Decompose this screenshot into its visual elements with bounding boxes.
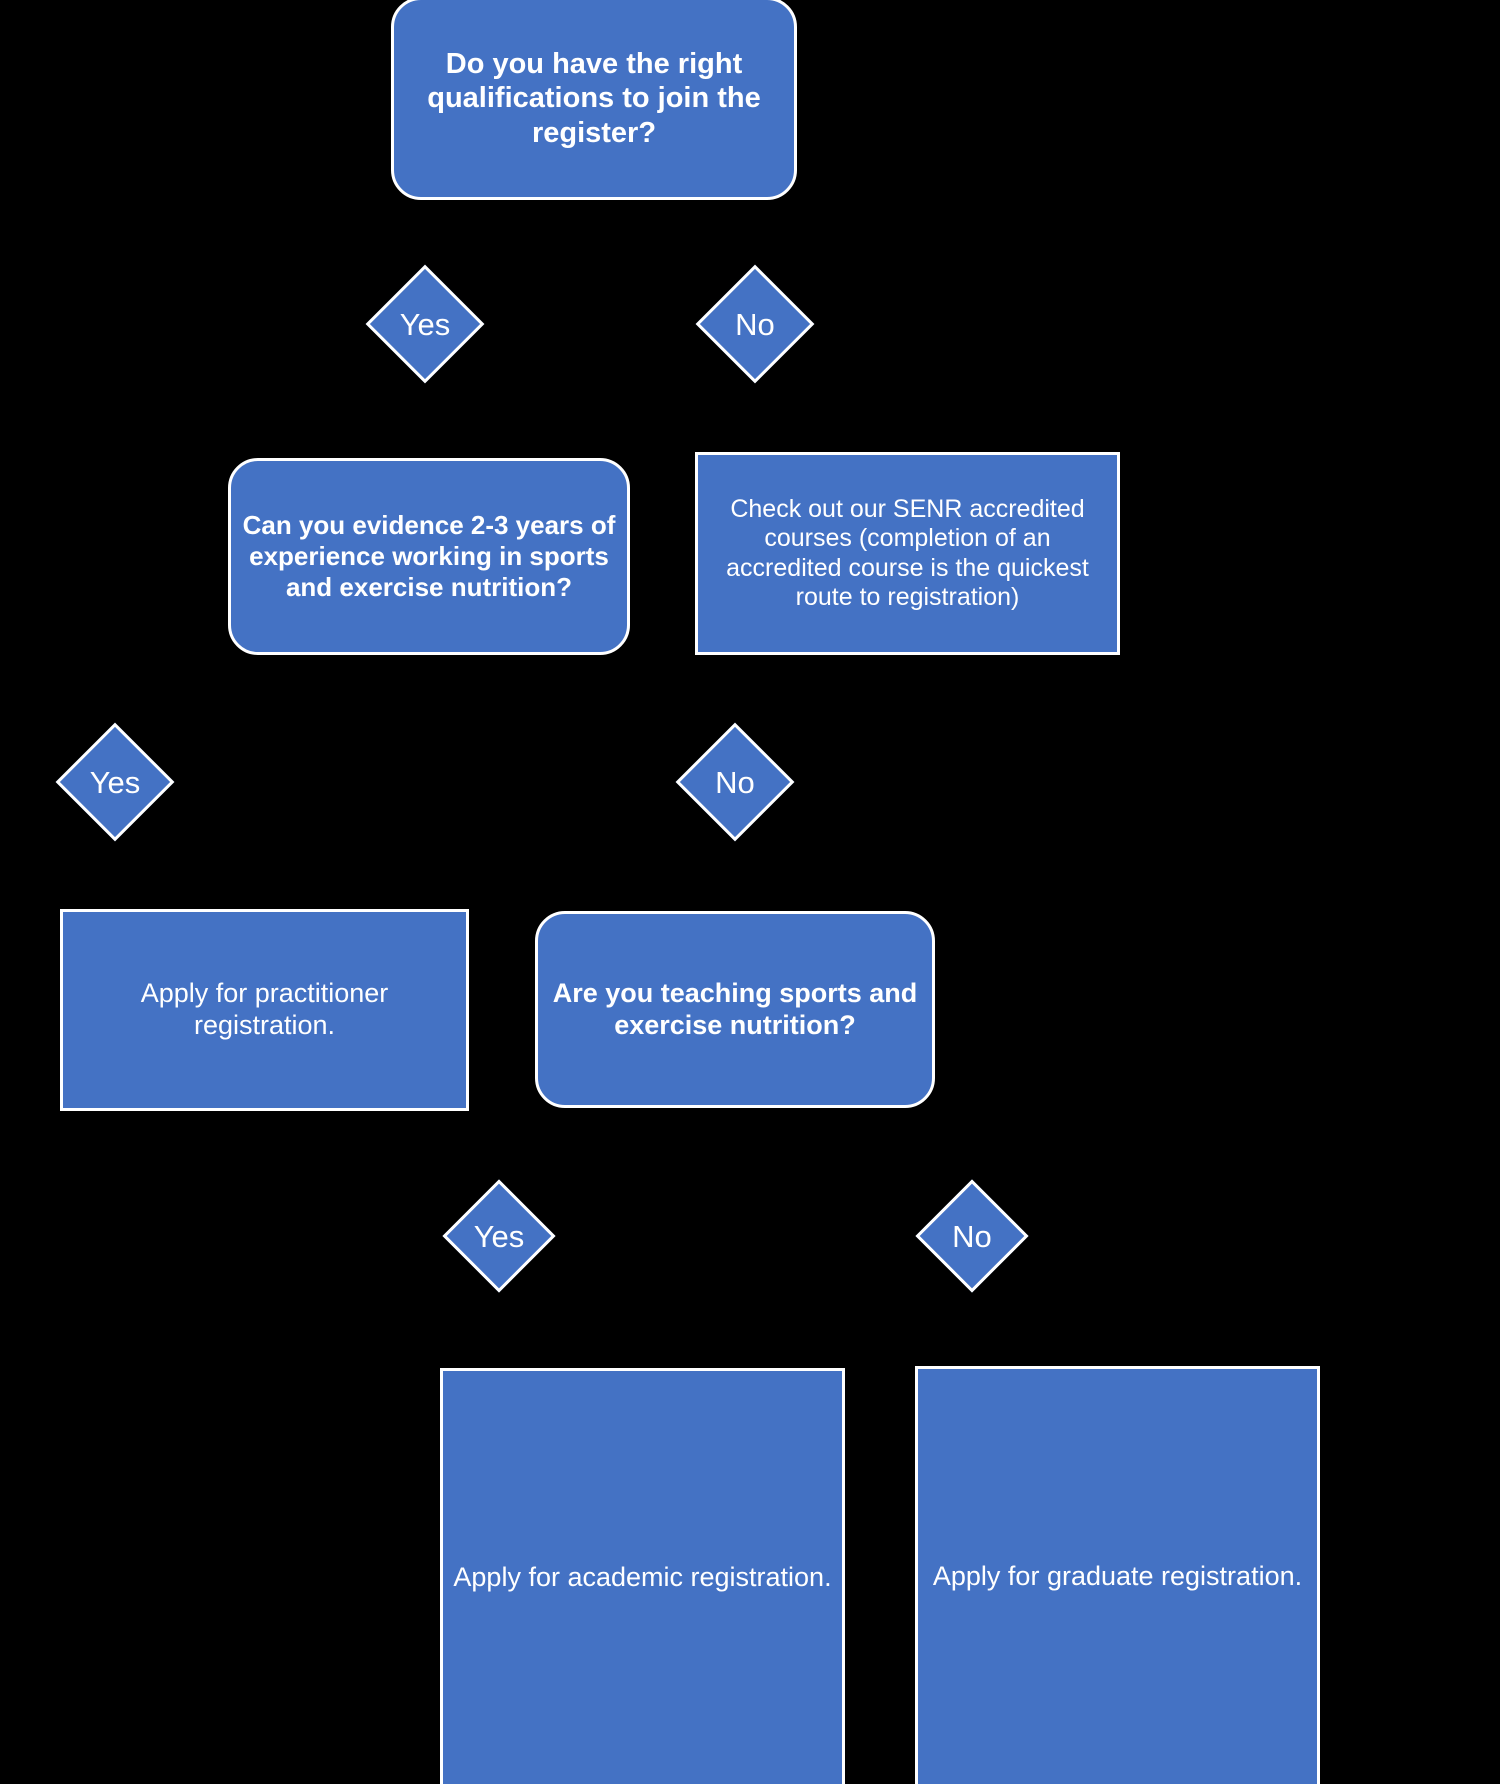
- node-graduate-registration-label: Apply for graduate registration.: [932, 1561, 1303, 1592]
- decision-experience-yes[interactable]: Yes: [0, 722, 235, 842]
- decision-qualifications-yes-label: Yes: [399, 306, 451, 342]
- decision-qualifications-yes[interactable]: Yes: [305, 264, 545, 384]
- decision-experience-no-label: No: [715, 764, 755, 800]
- node-start-question[interactable]: Do you have the right qualifications to …: [391, 0, 797, 200]
- decision-qualifications-no-label: No: [735, 306, 775, 342]
- node-academic-registration[interactable]: Apply for academic registration.: [440, 1368, 845, 1784]
- node-academic-registration-label: Apply for academic registration.: [453, 1562, 832, 1593]
- decision-experience-yes-label: Yes: [89, 764, 141, 800]
- node-teaching-question-label: Are you teaching sports and exercise nut…: [552, 977, 918, 1040]
- node-start-question-label: Do you have the right qualifications to …: [427, 48, 761, 149]
- decision-experience-no[interactable]: No: [615, 722, 855, 842]
- node-senr-courses-label: Check out our SENR accredited courses (c…: [726, 494, 1089, 612]
- decision-teaching-no-label: No: [952, 1218, 992, 1254]
- decision-qualifications-no[interactable]: No: [635, 264, 875, 384]
- node-experience-question[interactable]: Can you evidence 2-3 years of experience…: [228, 458, 630, 655]
- decision-teaching-no[interactable]: No: [853, 1179, 1091, 1293]
- node-graduate-registration[interactable]: Apply for graduate registration.: [915, 1366, 1320, 1784]
- node-senr-courses[interactable]: Check out our SENR accredited courses (c…: [695, 452, 1120, 655]
- node-teaching-question[interactable]: Are you teaching sports and exercise nut…: [535, 911, 935, 1108]
- node-experience-question-label: Can you evidence 2-3 years of experience…: [242, 510, 616, 602]
- node-practitioner-registration[interactable]: Apply for practitioner registration.: [60, 909, 469, 1111]
- decision-teaching-yes[interactable]: Yes: [380, 1179, 618, 1293]
- decision-teaching-yes-label: Yes: [473, 1218, 525, 1254]
- node-practitioner-registration-label: Apply for practitioner registration.: [140, 978, 389, 1040]
